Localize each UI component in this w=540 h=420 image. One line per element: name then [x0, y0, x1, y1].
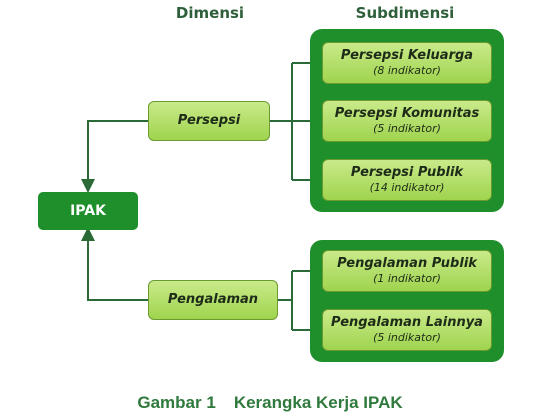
caption-text: Kerangka Kerja IPAK: [233, 393, 403, 412]
subdimension-title: Pengalaman Publik: [337, 256, 477, 271]
subdimension-persepsi-keluarga: Persepsi Keluarga (8 indikator): [322, 42, 492, 84]
subdimension-count: (14 indikator): [369, 181, 445, 194]
dimension-label: Pengalaman: [167, 292, 259, 307]
subdimension-title: Persepsi Keluarga: [340, 48, 474, 63]
dimension-persepsi: Persepsi: [148, 101, 270, 141]
figure-caption: Gambar 1 Kerangka Kerja IPAK: [0, 393, 540, 413]
subdimension-count: (5 indikator): [373, 122, 441, 135]
dimension-pengalaman: Pengalaman: [148, 280, 278, 320]
header-subdimensi: Subdimensi: [355, 4, 455, 22]
dimension-label: Persepsi: [177, 113, 241, 128]
subdimension-count: (8 indikator): [373, 64, 441, 77]
subdimension-title: Persepsi Publik: [350, 165, 464, 180]
subdimension-pengalaman-publik: Pengalaman Publik (1 indikator): [322, 250, 492, 292]
subdimension-title: Pengalaman Lainnya: [331, 315, 483, 330]
connector-pengalaman-ipak: [81, 227, 148, 301]
subdimension-pengalaman-lainnya: Pengalaman Lainnya (5 indikator): [322, 309, 492, 351]
subdimension-title: Persepsi Komunitas: [334, 106, 480, 121]
subdimension-persepsi-komunitas: Persepsi Komunitas (5 indikator): [322, 100, 492, 142]
ipak-root-node: IPAK: [38, 192, 138, 230]
header-dimensi: Dimensi: [175, 4, 245, 22]
connector-persepsi-ipak: [81, 120, 148, 193]
subdimension-count: (5 indikator): [373, 331, 441, 344]
bracket-pengalaman: [278, 270, 322, 331]
caption-number: Gambar 1: [137, 393, 216, 412]
subdimension-persepsi-publik: Persepsi Publik (14 indikator): [322, 159, 492, 201]
bracket-persepsi: [270, 62, 322, 181]
subdimension-count: (1 indikator): [373, 272, 441, 285]
